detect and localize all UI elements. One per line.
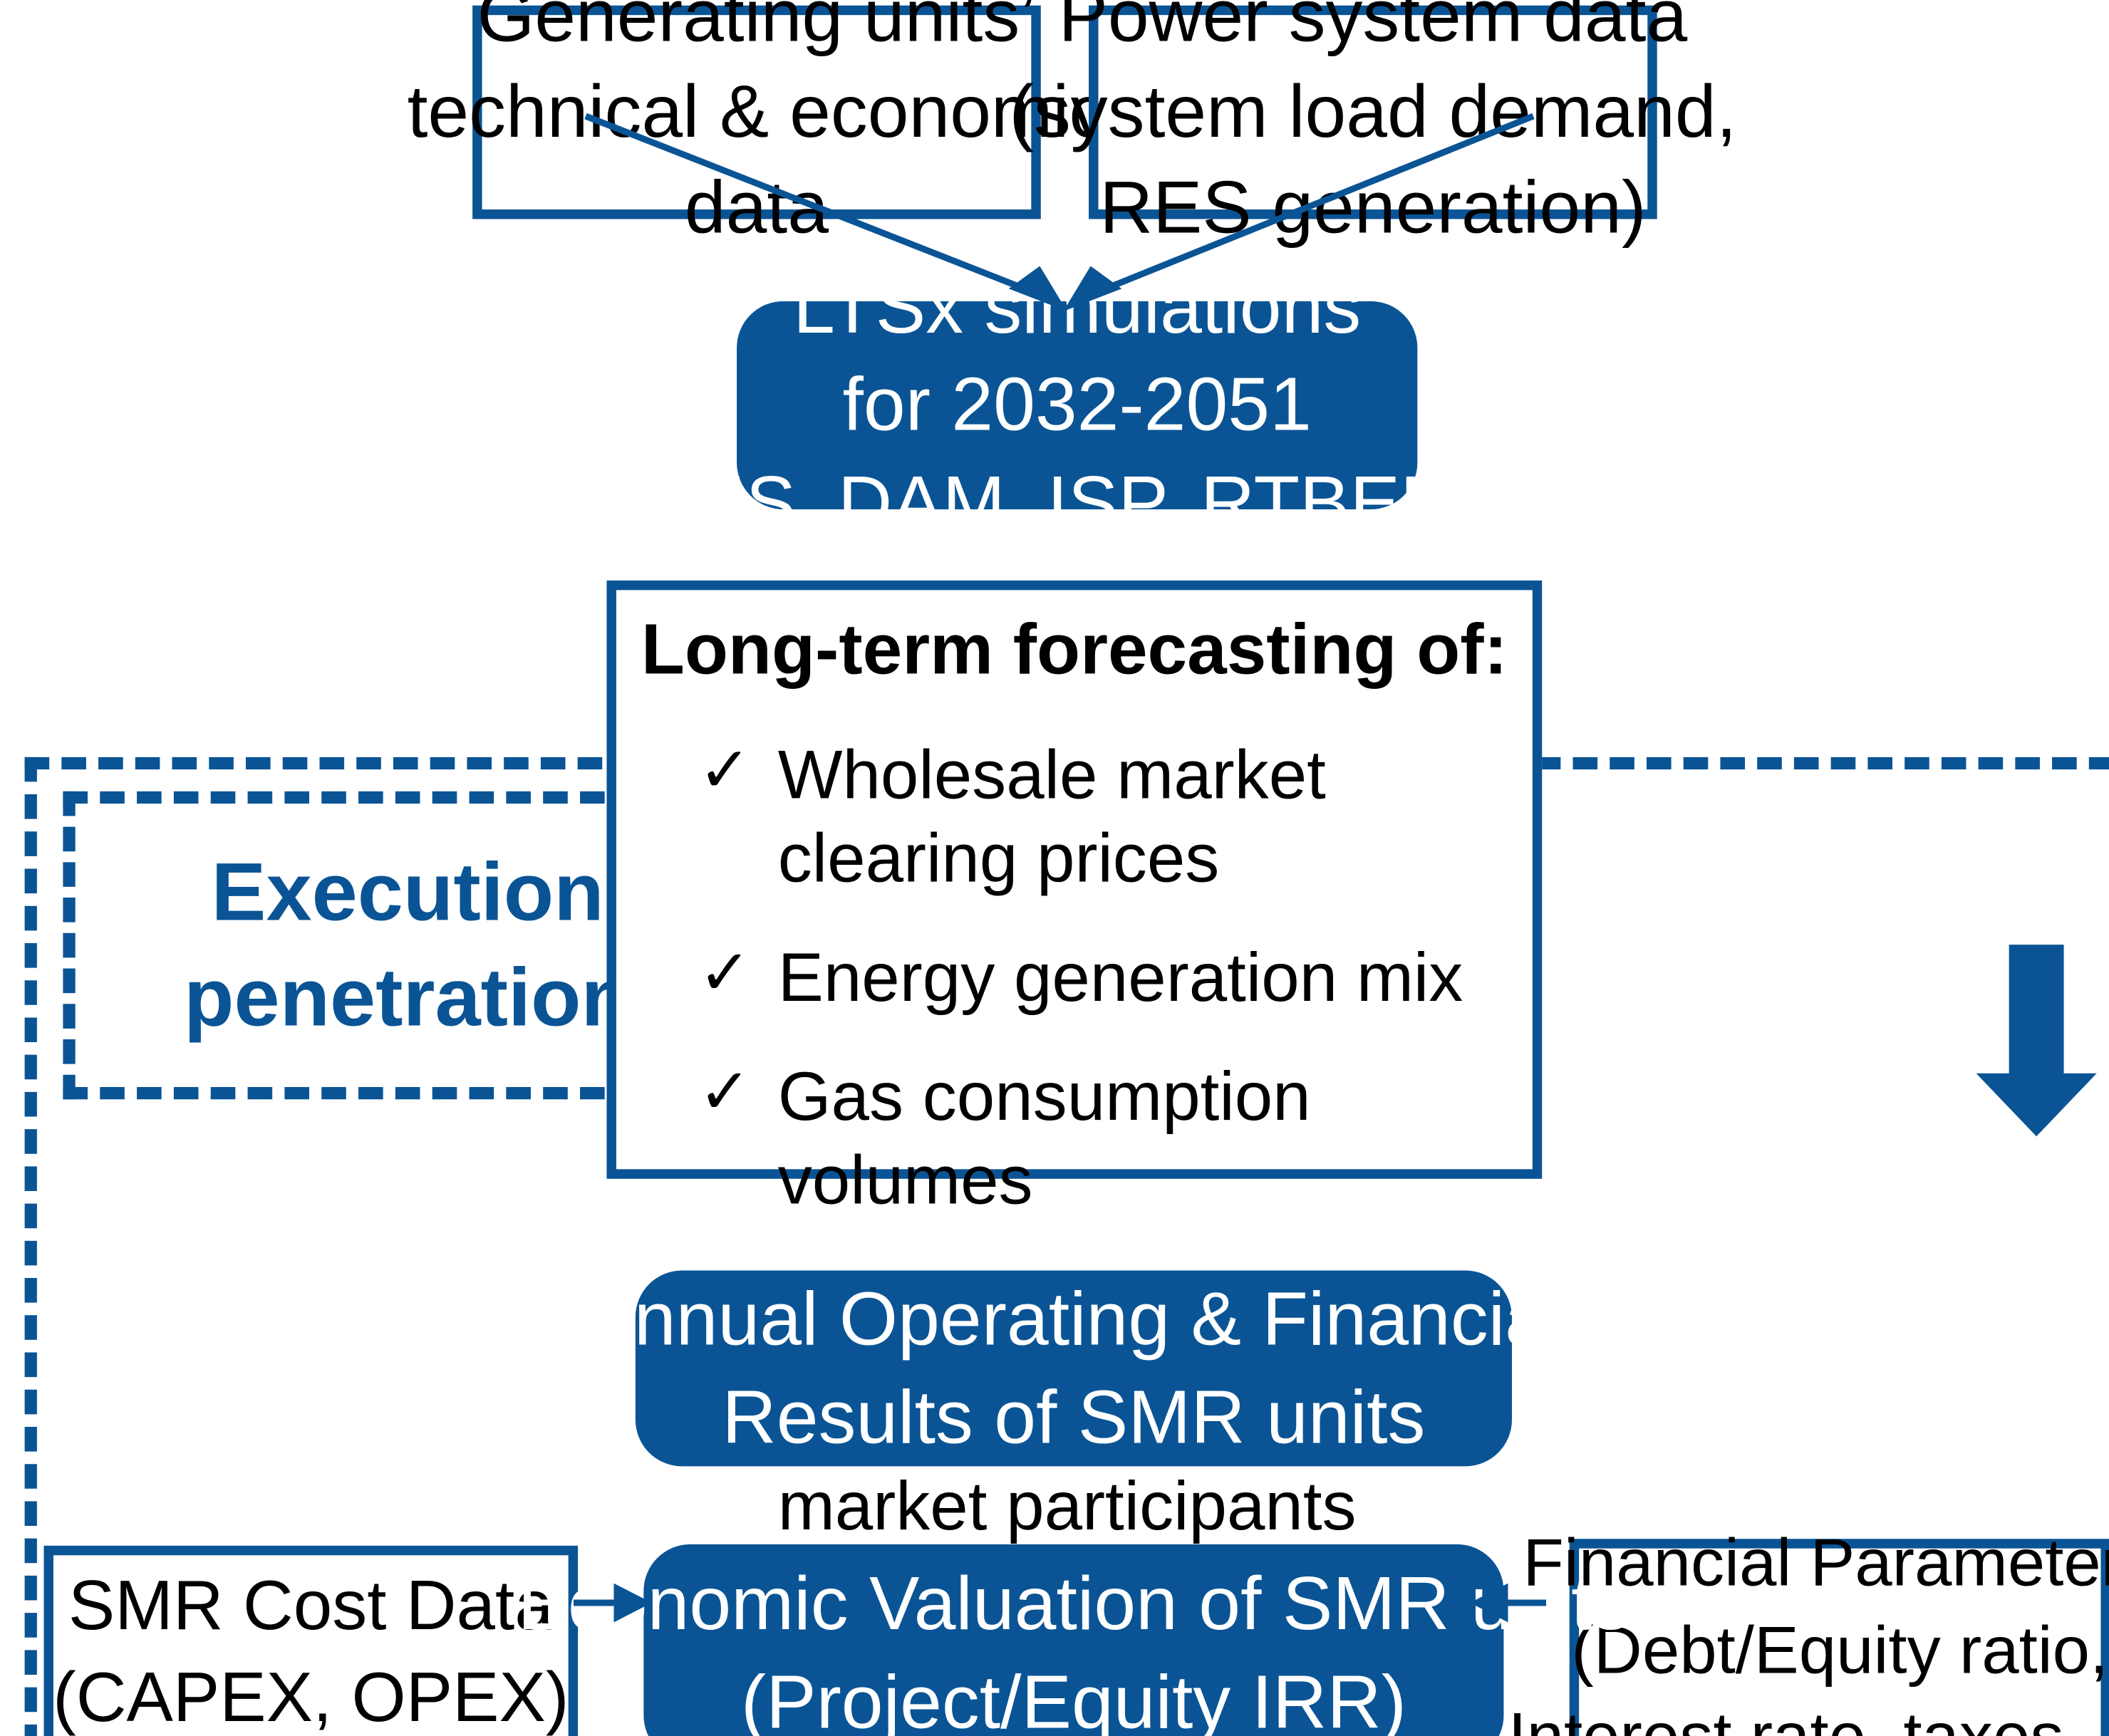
input-box-smr-cost-data: SMR Cost Data (CAPEX, OPEX) <box>43 1545 579 1736</box>
power-system-line-2: (system load demand, <box>1009 71 1737 154</box>
connector-gen-units-to-ltsx <box>584 113 1038 297</box>
smr-cost-line-2: (CAPEX, OPEX) <box>53 1657 569 1736</box>
forecast-item-label: Wholesale market clearing prices <box>777 736 1326 897</box>
process-box-economic-valuation: Economic Valuation of SMR units (Project… <box>517 1544 1629 1736</box>
down-arrow-ltsx-to-forecast <box>1976 945 2097 1137</box>
ltsx-line-2: for 2032-2051 <box>842 361 1312 447</box>
smr-cost-line-1: SMR Cost Data <box>68 1566 554 1645</box>
ltsx-line-1: LTSx simulations <box>793 264 1362 349</box>
valuation-line-2: (Project/Equity IRR) <box>740 1658 1406 1736</box>
input-box-financial-parameters: Financial Parameters (Debt/Equity ratio,… <box>1508 1527 2109 1736</box>
financial-params-line-2: (Debt/Equity ratio, <box>1571 1613 2109 1688</box>
arrowhead-smr-cost-to-valuation <box>613 1583 652 1623</box>
financial-params-line-3: Interest rate, taxes,…) <box>1508 1695 2109 1736</box>
check-icon: ✓ <box>698 733 752 805</box>
forecast-item-label: Gas consumption volumes <box>777 1057 1311 1218</box>
process-box-annual-results: Annual Operating & Financial Results of … <box>584 1270 1563 1467</box>
process-box-ltsx-simulations: LTSx simulations for 2032-2051 (HS, DAM,… <box>666 264 1488 544</box>
arrowhead-financial-params-to-valuation <box>1470 1583 1508 1623</box>
annual-results-line-1: Annual Operating & Financial <box>584 1276 1564 1361</box>
generating-units-line-2: technical & economic <box>407 71 1107 154</box>
arrowhead-power-system-to-ltsx <box>1063 266 1122 311</box>
forecast-item-gas-consumption: ✓ Gas consumption volumes <box>698 1055 1513 1222</box>
arrowhead-gen-units-to-ltsx <box>1008 266 1067 311</box>
forecast-item-generation-mix: ✓ Energy generation mix <box>698 936 1513 1019</box>
arrow-shaft <box>2009 945 2064 1076</box>
financial-params-line-1: Financial Parameters <box>1523 1526 2109 1601</box>
valuation-line-1: Economic Valuation of SMR units <box>517 1560 1630 1646</box>
check-icon: ✓ <box>698 1055 752 1126</box>
check-icon: ✓ <box>698 935 752 1007</box>
annual-results-line-2: Results of SMR units <box>722 1373 1426 1459</box>
forecast-item-wholesale-prices: ✓ Wholesale market clearing prices <box>698 733 1513 900</box>
input-box-generating-units: Generating units’ technical & economic d… <box>408 0 1107 249</box>
ltsx-line-3: (HS, DAM, ISP, RTBEM) <box>666 459 1488 545</box>
power-system-line-1: Power system data <box>1058 0 1688 58</box>
generating-units-line-1: Generating units’ <box>477 0 1037 58</box>
forecast-item-label: Energy generation mix <box>777 938 1463 1016</box>
forecast-title: Long-term forecasting of: <box>641 610 1508 690</box>
connector-power-system-to-ltsx <box>1092 113 1535 297</box>
arrow-head <box>1976 1073 2097 1137</box>
